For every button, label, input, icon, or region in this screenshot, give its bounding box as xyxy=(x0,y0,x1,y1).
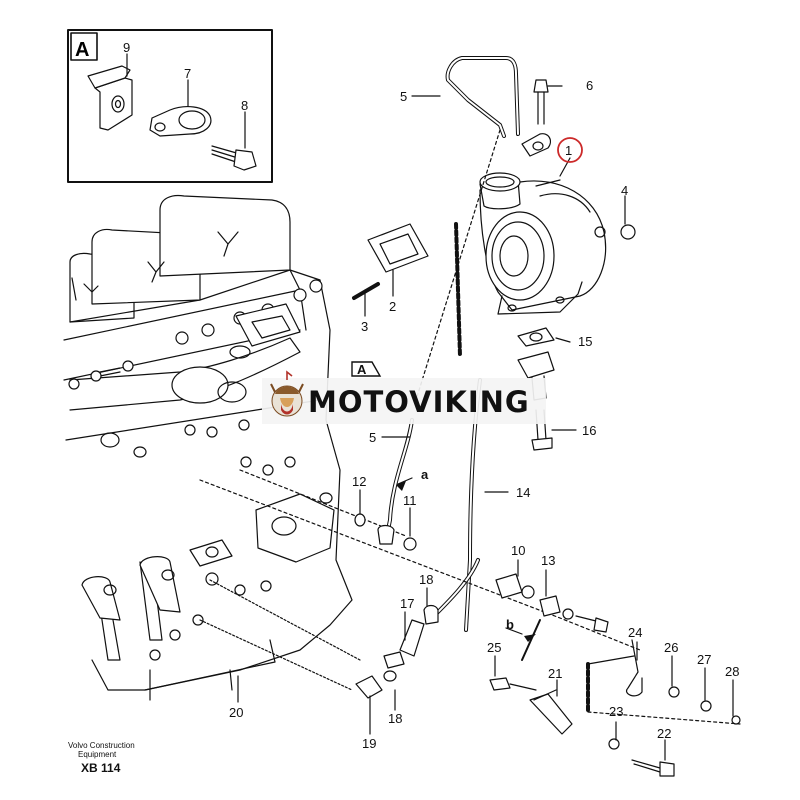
callout-25: 25 xyxy=(487,640,501,655)
bracket-assembly xyxy=(489,639,741,777)
ref-a: a xyxy=(421,467,429,482)
callout-24: 24 xyxy=(628,625,642,640)
callout-20: 20 xyxy=(229,705,243,720)
callout-1: 1 xyxy=(565,143,572,158)
hidden-bracket-lower-top xyxy=(587,655,635,665)
view-a-marker-label: A xyxy=(357,362,367,377)
stud-3 xyxy=(352,282,380,300)
callout-10: 10 xyxy=(511,543,525,558)
callout-21: 21 xyxy=(548,666,562,681)
callout-27: 27 xyxy=(697,652,711,667)
callout-26: 26 xyxy=(664,640,678,655)
highlight-circle xyxy=(557,137,583,163)
engine-block xyxy=(63,194,361,701)
callout-6: 6 xyxy=(586,78,593,93)
arrow-a xyxy=(396,481,406,491)
diagram-code: XB 114 xyxy=(81,761,121,775)
view-a-marker: A xyxy=(351,361,382,377)
maker-line-2: Equipment xyxy=(78,750,117,759)
callout-9: 9 xyxy=(123,40,130,55)
callout-22: 22 xyxy=(657,726,671,741)
inset-letter: A xyxy=(75,39,89,61)
fittings xyxy=(354,513,609,699)
callout-5-top: 5 xyxy=(400,89,407,104)
leader-lines xyxy=(237,85,734,761)
centerline-upper-mid xyxy=(239,469,407,537)
callout-11: 11 xyxy=(403,493,417,508)
callout-5-mid: 5 xyxy=(369,430,376,445)
callout-8: 8 xyxy=(241,98,248,113)
callout-19: 19 xyxy=(362,736,376,751)
callout-12: 12 xyxy=(352,474,366,489)
arrow-b xyxy=(524,634,536,642)
flange-adapter xyxy=(517,351,555,451)
watermark: MOTOVIKING xyxy=(262,370,546,424)
callout-13: 13 xyxy=(541,553,555,568)
ref-b: b xyxy=(506,617,514,632)
callout-16: 16 xyxy=(582,423,596,438)
callout-4: 4 xyxy=(621,183,628,198)
callout-3: 3 xyxy=(361,319,368,334)
callout-23: 23 xyxy=(609,704,623,719)
viking-logo-icon xyxy=(270,370,304,417)
centerline-upper xyxy=(415,129,501,401)
callout-15: 15 xyxy=(578,334,592,349)
callout-18-bottom: 18 xyxy=(388,711,402,726)
callout-28: 28 xyxy=(725,664,739,679)
gasket-2 xyxy=(367,223,429,273)
oil-pipe-lower xyxy=(434,558,480,616)
gasket-15 xyxy=(517,327,555,347)
callout-7: 7 xyxy=(184,66,191,81)
maker-line-1: Volvo Construction xyxy=(68,741,135,750)
inset-detail-a xyxy=(67,29,273,183)
bolt-6 xyxy=(533,79,549,125)
centerline-mid xyxy=(199,479,641,651)
callout-14: 14 xyxy=(516,485,530,500)
callout-18-top: 18 xyxy=(419,572,433,587)
watermark-text: MOTOVIKING xyxy=(308,385,530,419)
nut-4 xyxy=(620,224,636,240)
oil-feed-pipe xyxy=(445,56,552,157)
callout-2: 2 xyxy=(389,299,396,314)
turbocharger xyxy=(479,172,607,315)
hidden-bracket-upper xyxy=(454,222,462,358)
callout-17: 17 xyxy=(400,596,414,611)
